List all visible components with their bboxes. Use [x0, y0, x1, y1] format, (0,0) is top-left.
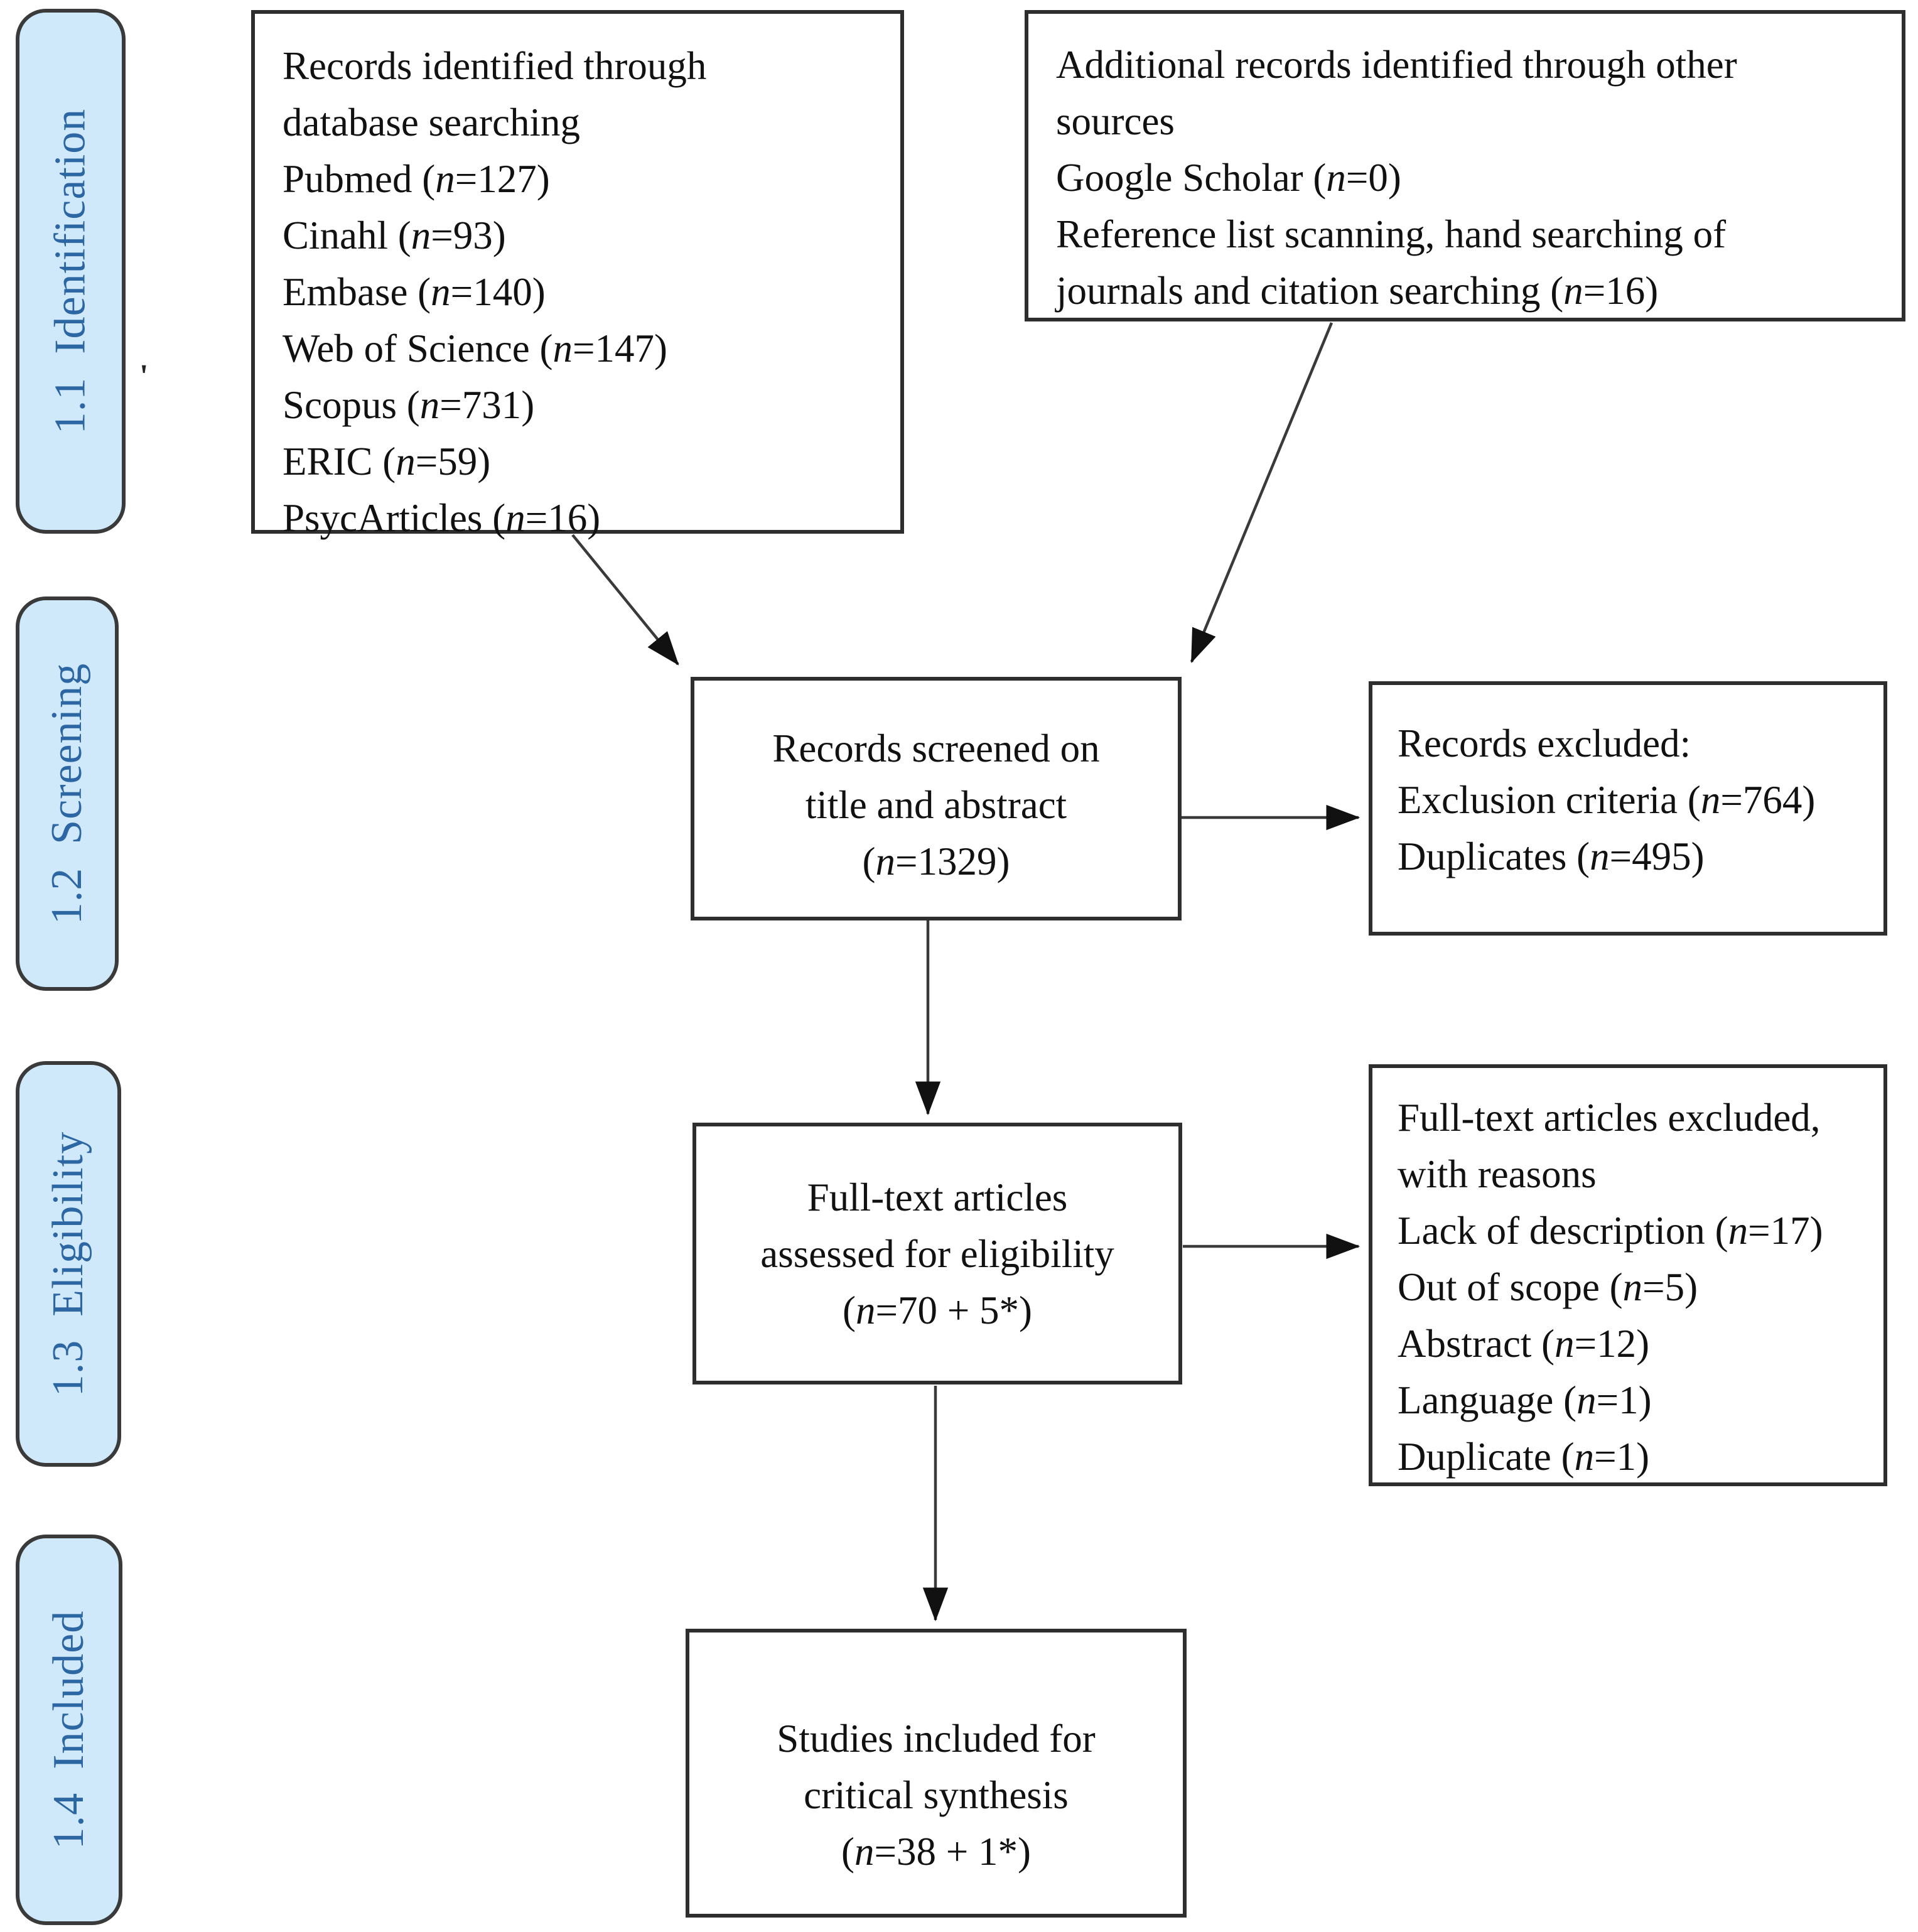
box-records-identified: Records identified through database sear…: [251, 10, 904, 540]
box-line: Google Scholar (n=0): [1056, 156, 1401, 200]
box-line: (n=38 + 1*): [841, 1830, 1032, 1874]
box-line: Lack of description (n=17): [1398, 1209, 1823, 1253]
box-records-excluded: Records excluded: Exclusion criteria (n=…: [1369, 681, 1887, 936]
box-line: sources: [1056, 99, 1175, 143]
box-line: (n=70 + 5*): [842, 1288, 1033, 1332]
box-line: Pubmed (n=127): [283, 157, 550, 201]
box-line: Records screened on: [772, 726, 1100, 770]
box-line: critical synthesis: [804, 1773, 1069, 1817]
box-line: Duplicate (n=1): [1398, 1435, 1650, 1479]
box-line: Studies included for: [777, 1717, 1096, 1761]
box-line: PsycArticles (n=16): [283, 496, 601, 540]
box-line: Exclusion criteria (n=764): [1398, 778, 1816, 822]
box-line: journals and citation searching (n=16): [1056, 269, 1659, 313]
box-line: Records identified through: [283, 44, 707, 88]
box-line: Out of scope (n=5): [1398, 1265, 1698, 1309]
box-fulltext-excluded: Full-text articles excluded, with reason…: [1369, 1064, 1887, 1486]
box-line: Embase (n=140): [283, 270, 546, 314]
box-line: Full-text articles: [807, 1175, 1068, 1219]
box-line: Language (n=1): [1398, 1378, 1652, 1422]
box-line: title and abstract: [805, 783, 1067, 827]
box-line: Additional records identified through ot…: [1056, 43, 1737, 87]
sidebar-item-screening: 1.2 Screening: [16, 596, 119, 991]
box-fulltext-assessed: Full-text articles assessed for eligibil…: [692, 1123, 1182, 1384]
box-line: database searching: [283, 100, 581, 144]
sidebar-item-eligibility: 1.3 Eligibility: [16, 1061, 121, 1467]
box-line: Abstract (n=12): [1398, 1322, 1650, 1366]
box-additional-records: Additional records identified through ot…: [1025, 10, 1905, 321]
arrow-additional-to-screened: [1190, 322, 1333, 664]
box-line: Records excluded:: [1398, 721, 1691, 765]
box-line: Reference list scanning, hand searching …: [1056, 212, 1727, 256]
stray-apostrophe-mark: ': [139, 359, 149, 394]
box-line: Cinahl (n=93): [283, 213, 506, 257]
sidebar-item-identification: 1.1 Identification: [16, 9, 126, 534]
box-line: (n=1329): [862, 839, 1010, 883]
box-line: Full-text articles excluded,: [1398, 1096, 1821, 1140]
arrow-identified-to-screened: [571, 534, 679, 666]
sidebar-item-included: 1.4 Included: [16, 1535, 122, 1925]
box-studies-included: Studies included for critical synthesis …: [686, 1629, 1187, 1918]
box-line: Web of Science (n=147): [283, 326, 667, 370]
box-line: Duplicates (n=495): [1398, 834, 1705, 878]
box-line: with reasons: [1398, 1152, 1597, 1196]
box-line: ERIC (n=59): [283, 440, 491, 483]
box-line: assessed for eligibility: [760, 1231, 1114, 1276]
box-records-screened: Records screened on title and abstract (…: [691, 677, 1182, 920]
box-line: Scopus (n=731): [283, 383, 535, 427]
